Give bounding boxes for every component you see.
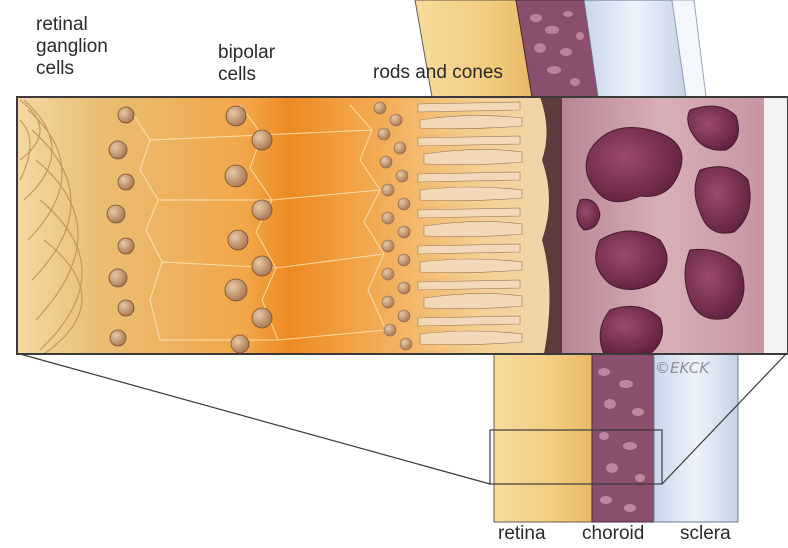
sclera-label: sclera bbox=[680, 523, 731, 545]
retinal-ganglion-cells-label: retinal ganglion cells bbox=[36, 14, 108, 80]
choroid-label: choroid bbox=[582, 523, 644, 545]
bipolar-cells-label: bipolar cells bbox=[218, 42, 275, 86]
copyright-watermark: ©EKCK bbox=[655, 359, 709, 377]
rods-and-cones-label: rods and cones bbox=[373, 62, 503, 84]
retina-label: retina bbox=[498, 523, 546, 545]
